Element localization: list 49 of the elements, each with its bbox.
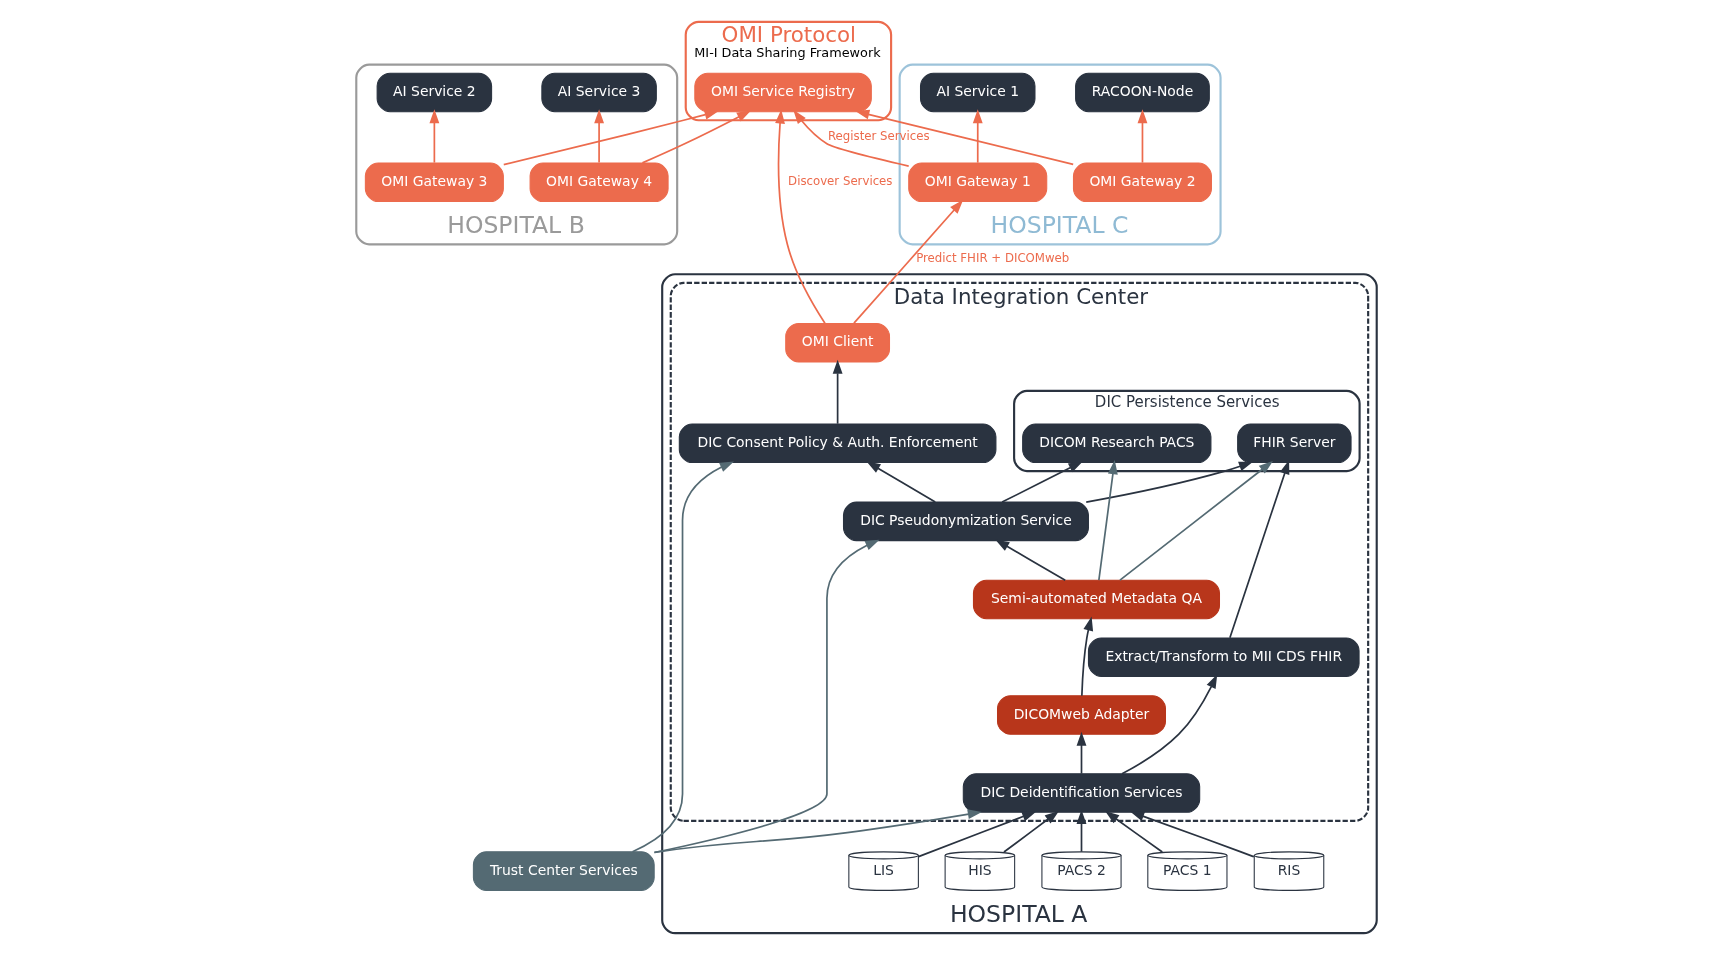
node-box: Extract/Transform to MII CDS FHIR: [1087, 636, 1360, 677]
arrow: [1080, 616, 1093, 697]
arrow: [1000, 460, 1083, 503]
arrow: [1137, 108, 1147, 163]
arrow: [774, 108, 826, 324]
node-box: DICOMweb Adapter: [996, 694, 1166, 735]
node-box: AI Service 1: [919, 72, 1035, 112]
arrow: [854, 109, 1074, 165]
arrow: [631, 460, 734, 853]
node-box: DIC Pseudonymization Service: [842, 501, 1089, 541]
node-box: DIC Deidentification Services: [962, 772, 1200, 813]
node-box: AI Service 3: [540, 72, 657, 112]
arrow: [502, 109, 719, 166]
edge-label: Discover Services: [787, 173, 892, 188]
arrow: [1076, 809, 1086, 853]
node-box: OMI Gateway 2: [1072, 162, 1212, 202]
node-box: RACOON-Node: [1074, 72, 1210, 112]
node-box: Trust Center Services: [472, 850, 655, 891]
arrow: [1104, 810, 1163, 853]
arrow: [428, 108, 439, 163]
arrow: [972, 108, 983, 163]
arrow: [1002, 810, 1059, 853]
arrow: [832, 359, 843, 425]
node-box: OMI Gateway 1: [907, 162, 1047, 202]
arrow: [1084, 461, 1253, 503]
node-box: OMI Gateway 4: [529, 162, 669, 202]
node-box: DIC Consent Policy & Auth. Enforcement: [678, 423, 996, 463]
node-box: DICOM Research PACS: [1021, 423, 1211, 463]
arrow: [1228, 459, 1289, 639]
arrow: [865, 460, 936, 503]
arrow: [1118, 460, 1273, 581]
arrow: [641, 110, 751, 164]
arrow: [917, 810, 1036, 857]
node-box: OMI Gateway 3: [364, 162, 504, 202]
arrow: [792, 109, 910, 167]
edge-label: Predict FHIR + DICOMweb: [915, 250, 1069, 265]
arrow: [1076, 731, 1086, 774]
arrow: [593, 108, 604, 163]
arrow: [852, 199, 963, 324]
arrow: [1129, 811, 1255, 858]
arrow: [1097, 459, 1118, 581]
node-box: OMI Client: [784, 322, 890, 362]
node-box: Semi-automated Metadata QA: [972, 579, 1220, 619]
arrow: [653, 808, 982, 853]
arrow: [994, 538, 1066, 581]
node-box: AI Service 2: [376, 72, 492, 112]
edge-label: Register Services: [827, 128, 930, 143]
node-box: OMI Service Registry: [693, 72, 872, 112]
node-box: FHIR Server: [1236, 423, 1352, 463]
